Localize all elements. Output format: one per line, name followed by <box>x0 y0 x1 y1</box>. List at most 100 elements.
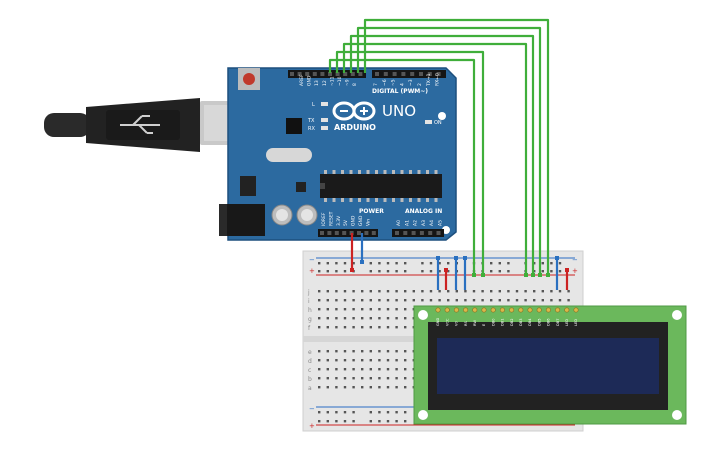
header-hole[interactable] <box>335 72 340 76</box>
breadboard-hole[interactable] <box>567 290 570 293</box>
rail-hole[interactable] <box>429 270 433 273</box>
rail-hole[interactable] <box>378 420 381 423</box>
breadboard-hole[interactable] <box>404 290 407 293</box>
wire-pin8-to-lcd-db6[interactable] <box>356 26 542 275</box>
breadboard-hole[interactable] <box>343 308 347 311</box>
rail-hole[interactable] <box>318 411 321 414</box>
lcd-pin[interactable] <box>564 307 570 313</box>
breadboard-hole[interactable] <box>378 368 381 371</box>
breadboard-hole[interactable] <box>361 359 364 362</box>
rail-hole[interactable] <box>352 411 355 414</box>
rail-hole[interactable] <box>395 420 398 423</box>
breadboard-hole[interactable] <box>352 368 355 371</box>
lcd-pin[interactable] <box>472 307 478 313</box>
breadboard-hole[interactable] <box>378 326 381 329</box>
lcd-pin[interactable] <box>435 307 441 313</box>
lcd-pin[interactable] <box>527 307 533 313</box>
breadboard-hole[interactable] <box>335 308 338 311</box>
breadboard-hole[interactable] <box>326 308 329 311</box>
rail-hole[interactable] <box>386 420 390 423</box>
breadboard-hole[interactable] <box>335 299 338 302</box>
rail-hole[interactable] <box>335 411 338 414</box>
header-hole[interactable] <box>343 72 348 76</box>
lcd-pin[interactable] <box>573 307 579 313</box>
rail-hole[interactable] <box>318 420 321 423</box>
rail-hole[interactable] <box>343 270 347 273</box>
breadboard-hole[interactable] <box>507 290 510 293</box>
rail-hole[interactable] <box>550 270 553 273</box>
header-hole[interactable] <box>320 231 324 235</box>
breadboard-hole[interactable] <box>369 359 372 362</box>
header-hole[interactable] <box>328 72 332 76</box>
breadboard-hole[interactable] <box>524 290 527 293</box>
breadboard-hole[interactable] <box>515 290 519 293</box>
breadboard-hole[interactable] <box>558 290 562 293</box>
rail-hole[interactable] <box>343 420 347 423</box>
rail-hole[interactable] <box>343 262 347 265</box>
breadboard-hole[interactable] <box>343 317 347 320</box>
rail-hole[interactable] <box>438 270 441 273</box>
breadboard-hole[interactable] <box>361 290 364 293</box>
arduino-uno-board[interactable]: ARDUINO UNO DIGITAL (PWM~) POWER ANALOG … <box>219 67 457 241</box>
breadboard-hole[interactable] <box>404 317 407 320</box>
breadboard-hole[interactable] <box>378 308 381 311</box>
header-hole[interactable] <box>419 72 423 76</box>
breadboard-hole[interactable] <box>386 308 390 311</box>
breadboard-hole[interactable] <box>378 350 381 353</box>
breadboard-hole[interactable] <box>533 299 536 302</box>
rail-hole[interactable] <box>447 270 450 273</box>
lcd-pin[interactable] <box>444 307 450 313</box>
breadboard-hole[interactable] <box>326 386 329 389</box>
breadboard-hole[interactable] <box>335 359 338 362</box>
breadboard-hole[interactable] <box>318 308 321 311</box>
breadboard-hole[interactable] <box>361 299 364 302</box>
header-hole[interactable] <box>410 72 415 76</box>
breadboard-hole[interactable] <box>369 377 372 380</box>
breadboard-hole[interactable] <box>369 290 372 293</box>
breadboard-hole[interactable] <box>318 359 321 362</box>
breadboard-hole[interactable] <box>386 368 390 371</box>
breadboard-hole[interactable] <box>404 359 407 362</box>
breadboard-hole[interactable] <box>361 317 364 320</box>
reset-button[interactable] <box>243 73 255 85</box>
rail-hole[interactable] <box>326 262 329 265</box>
rail-hole[interactable] <box>318 262 321 265</box>
header-hole[interactable] <box>383 72 388 76</box>
header-hole[interactable] <box>364 231 369 235</box>
lcd-pin[interactable] <box>499 307 505 313</box>
breadboard-hole[interactable] <box>490 299 493 302</box>
breadboard-hole[interactable] <box>550 299 553 302</box>
header-hole[interactable] <box>371 231 376 235</box>
rail-hole[interactable] <box>326 420 329 423</box>
breadboard-hole[interactable] <box>404 368 407 371</box>
breadboard-hole[interactable] <box>395 368 398 371</box>
breadboard-hole[interactable] <box>352 350 355 353</box>
wire-pin10-to-lcd-db4[interactable] <box>342 42 528 275</box>
breadboard-hole[interactable] <box>558 299 562 302</box>
rail-hole[interactable] <box>352 262 355 265</box>
breadboard-hole[interactable] <box>326 317 329 320</box>
breadboard-hole[interactable] <box>507 299 510 302</box>
rail-hole[interactable] <box>318 270 321 273</box>
rail-hole[interactable] <box>490 262 493 265</box>
breadboard-hole[interactable] <box>369 326 372 329</box>
breadboard-hole[interactable] <box>326 350 329 353</box>
breadboard-hole[interactable] <box>361 308 364 311</box>
breadboard-hole[interactable] <box>318 377 321 380</box>
rail-hole[interactable] <box>343 411 347 414</box>
breadboard-hole[interactable] <box>378 359 381 362</box>
breadboard-hole[interactable] <box>352 299 355 302</box>
lcd-pin[interactable] <box>536 307 542 313</box>
breadboard-hole[interactable] <box>386 350 390 353</box>
breadboard-hole[interactable] <box>567 299 570 302</box>
breadboard-hole[interactable] <box>386 299 390 302</box>
breadboard-hole[interactable] <box>464 290 467 293</box>
breadboard-hole[interactable] <box>386 317 390 320</box>
wire-pin7-to-lcd-db7[interactable] <box>363 18 550 275</box>
rail-hole[interactable] <box>335 270 338 273</box>
breadboard-hole[interactable] <box>343 326 347 329</box>
rail-hole[interactable] <box>335 420 338 423</box>
breadboard-hole[interactable] <box>395 386 398 389</box>
breadboard-hole[interactable] <box>352 317 355 320</box>
